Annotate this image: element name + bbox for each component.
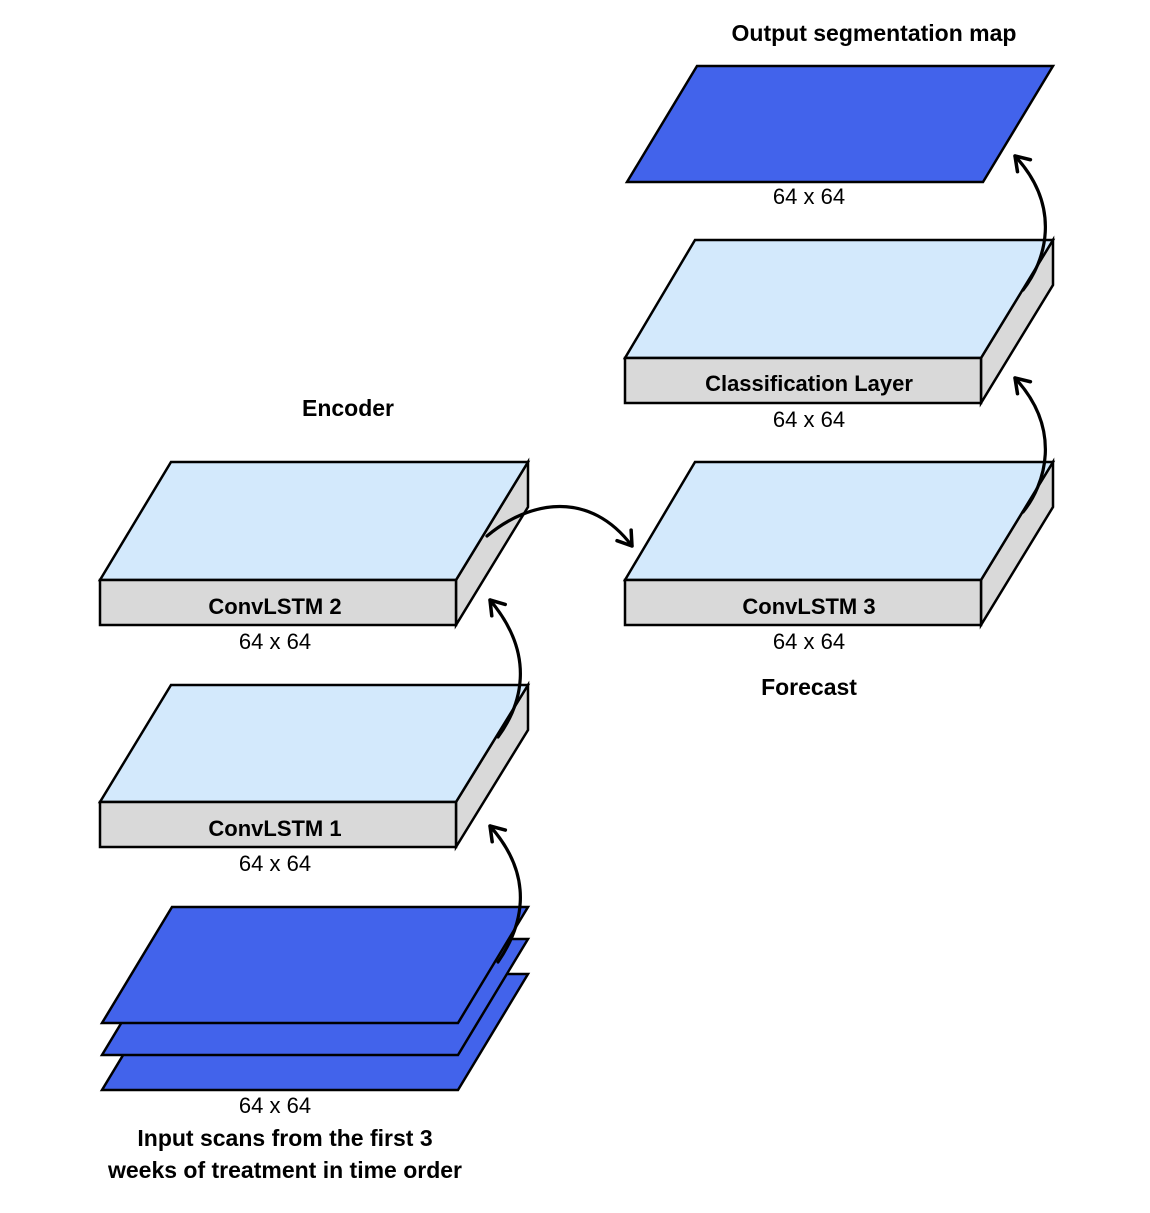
convlstm2-block [97,457,531,630]
convlstm2-dim: 64 x 64 [239,629,311,654]
input-caption-line1: Input scans from the first 3 [137,1125,432,1151]
input-caption-line2: weeks of treatment in time order [107,1157,462,1183]
output-map-dim: 64 x 64 [773,184,845,209]
arrow-input-to-convlstm1 [488,824,522,964]
convlstm1-dim: 64 x 64 [239,851,311,876]
convlstm3-dim: 64 x 64 [773,629,845,654]
convlstm1-block [97,680,531,852]
output-title: Output segmentation map [732,20,1017,46]
convlstm3-block [622,457,1056,630]
output-map-sheet [624,64,1056,184]
classification-layer-label: Classification Layer [705,371,913,396]
convlstm3-label: ConvLSTM 3 [742,594,875,619]
classification-layer-dim: 64 x 64 [773,407,845,432]
convlstm1-label: ConvLSTM 1 [208,816,341,841]
classification-layer-block [622,235,1056,408]
input-scans-dim: 64 x 64 [239,1093,311,1118]
encoder-title: Encoder [302,395,394,421]
input-scans-stack [99,905,531,1092]
arrow-convlstm2-to-convlstm3 [485,504,634,548]
convlstm2-label: ConvLSTM 2 [208,594,341,619]
forecast-title: Forecast [761,674,857,700]
input-scan-1 [99,905,531,1025]
arrow-convlstm3-to-classification [1013,376,1047,514]
arrow-classification-to-output [1013,154,1047,292]
arrow-convlstm1-to-convlstm2 [488,598,522,739]
